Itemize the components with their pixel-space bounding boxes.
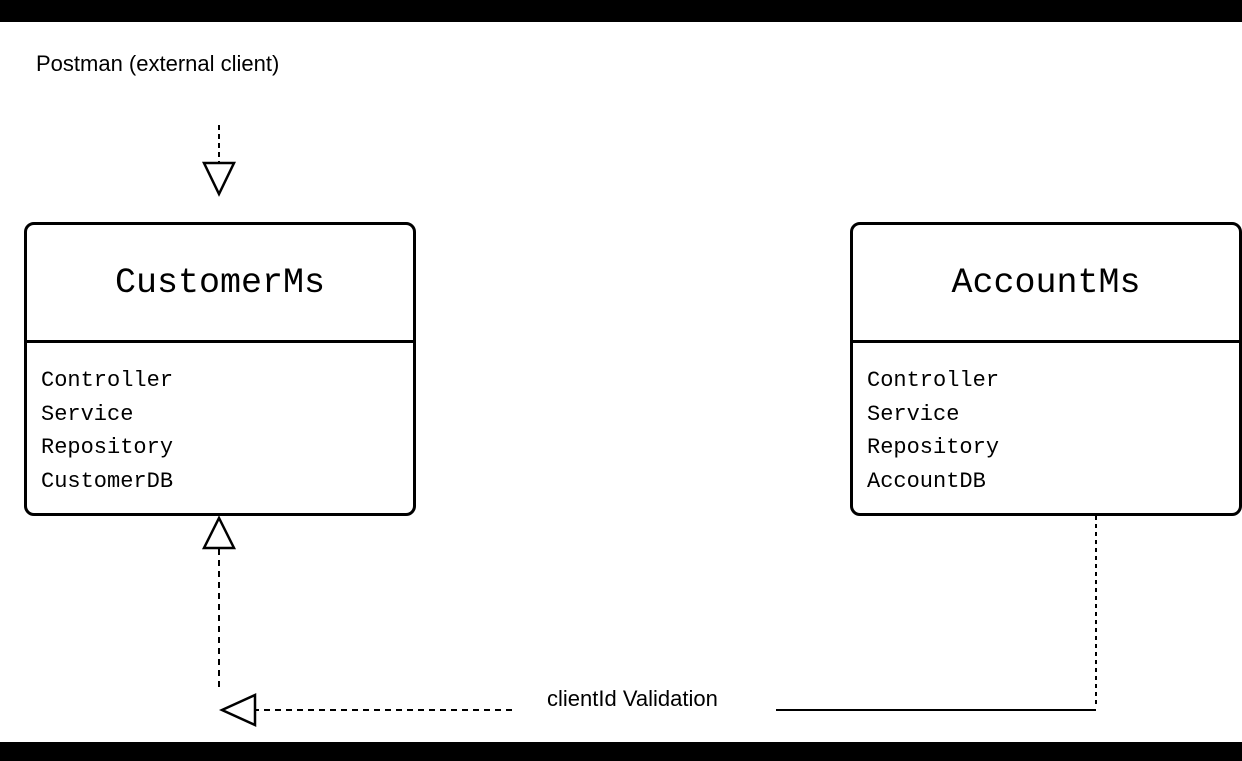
validation-arrowhead-icon xyxy=(218,693,257,727)
member-item: Repository xyxy=(867,435,1000,460)
member-item: CustomerDB xyxy=(41,468,174,494)
account-ms-title: AccountMs xyxy=(853,225,1239,343)
member-item: Service xyxy=(867,401,960,427)
member-item: Repository xyxy=(41,435,174,460)
connectors-layer xyxy=(201,125,1097,727)
member-item: Controller xyxy=(41,368,174,393)
customer-ms-box: CustomerMs Controller Service Repository… xyxy=(24,222,416,516)
member-item: Controller xyxy=(867,368,1000,393)
account-ms-members: Controller Service Repository AccountDB xyxy=(853,343,1239,498)
member-item: Service xyxy=(41,401,134,427)
customer-arrowhead-icon xyxy=(201,515,237,550)
client-label: Postman (external client) xyxy=(36,51,280,77)
member-item: AccountDB xyxy=(867,468,986,494)
customer-ms-title: CustomerMs xyxy=(27,225,413,343)
diagram-canvas: Postman (external client) clientId Valid… xyxy=(0,22,1242,742)
customer-ms-members: Controller Service Repository CustomerDB xyxy=(27,343,413,498)
postman-arrowhead-icon xyxy=(202,161,236,197)
account-ms-box: AccountMs Controller Service Repository … xyxy=(850,222,1242,516)
edge-label: clientId Validation xyxy=(545,686,722,712)
